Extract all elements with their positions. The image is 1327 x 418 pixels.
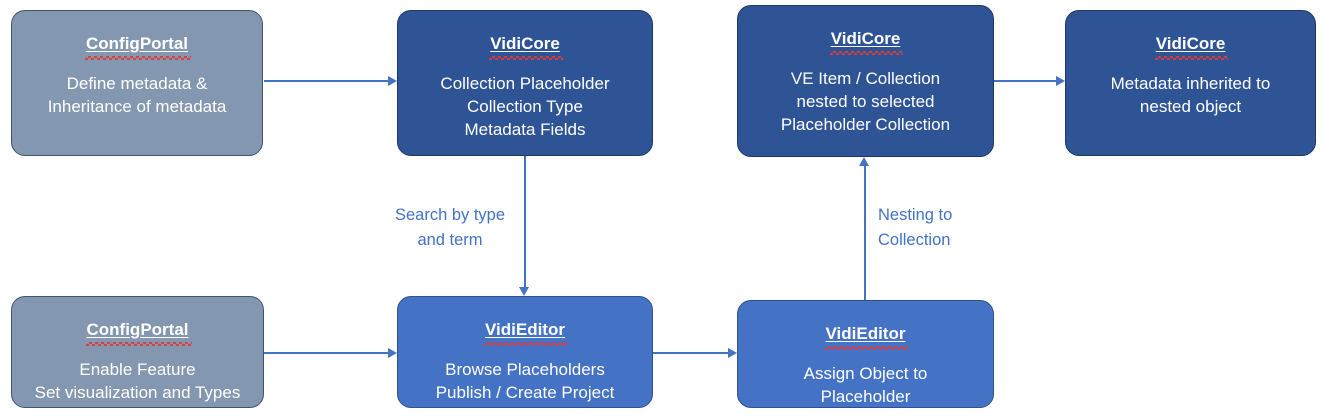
node-title: VidiEditor [484,320,568,346]
arrow-head-right-icon [388,348,397,358]
arrow-head-up-icon [859,157,869,166]
node-body: Enable Feature Set visualization and Typ… [34,360,241,402]
node-body: VE Item / Collection nested to selected … [780,69,951,134]
node-vidicore-collection-placeholder[interactable]: VidiCore Collection Placeholder Collecti… [397,10,653,156]
node-body: Assign Object to Placeholder [803,364,928,406]
connector-config-portal-to-vidicore-line [264,80,388,82]
connector-ve-item-to-metadata-inherited-line [994,80,1056,82]
arrow-head-down-icon [519,287,529,296]
node-body: Metadata inherited to nested object [1110,74,1271,116]
node-title: VidiEditor [824,324,909,350]
connector-search-by-type-line [524,156,526,287]
arrow-head-right-icon [1056,76,1065,86]
node-body: Browse Placeholders Publish / Create Pro… [435,360,615,402]
connector-nesting-to-collection-line [864,166,866,300]
node-title: ConfigPortal [85,320,192,346]
node-title: VidiCore [829,29,903,55]
node-config-portal-enable-feature[interactable]: ConfigPortal Enable Feature Set visualiz… [11,296,264,408]
node-body: Define metadata & Inheritance of metadat… [47,74,227,116]
connector-browse-to-assign-line [653,352,728,354]
node-title: ConfigPortal [85,34,191,60]
arrow-head-right-icon [728,348,737,358]
node-title: VidiCore [1154,34,1228,60]
edge-label-search-by-type-and-term: Search by type and term [394,206,506,249]
node-config-portal-metadata[interactable]: ConfigPortal Define metadata & Inheritan… [11,10,263,156]
node-videditor-assign-object[interactable]: VidiEditor Assign Object to Placeholder [737,300,994,408]
arrow-head-right-icon [388,76,397,86]
edge-label-nesting-to-collection: Nesting to Collection [878,206,953,249]
node-vidicore-metadata-inherited[interactable]: VidiCore Metadata inherited to nested ob… [1065,10,1316,156]
connector-enable-feature-to-browse-line [264,352,388,354]
node-title: VidiCore [489,34,563,60]
node-body: Collection Placeholder Collection Type M… [440,74,610,139]
node-videditor-browse-placeholders[interactable]: VidiEditor Browse Placeholders Publish /… [397,296,653,408]
node-vidicore-ve-item-nested[interactable]: VidiCore VE Item / Collection nested to … [737,5,994,157]
